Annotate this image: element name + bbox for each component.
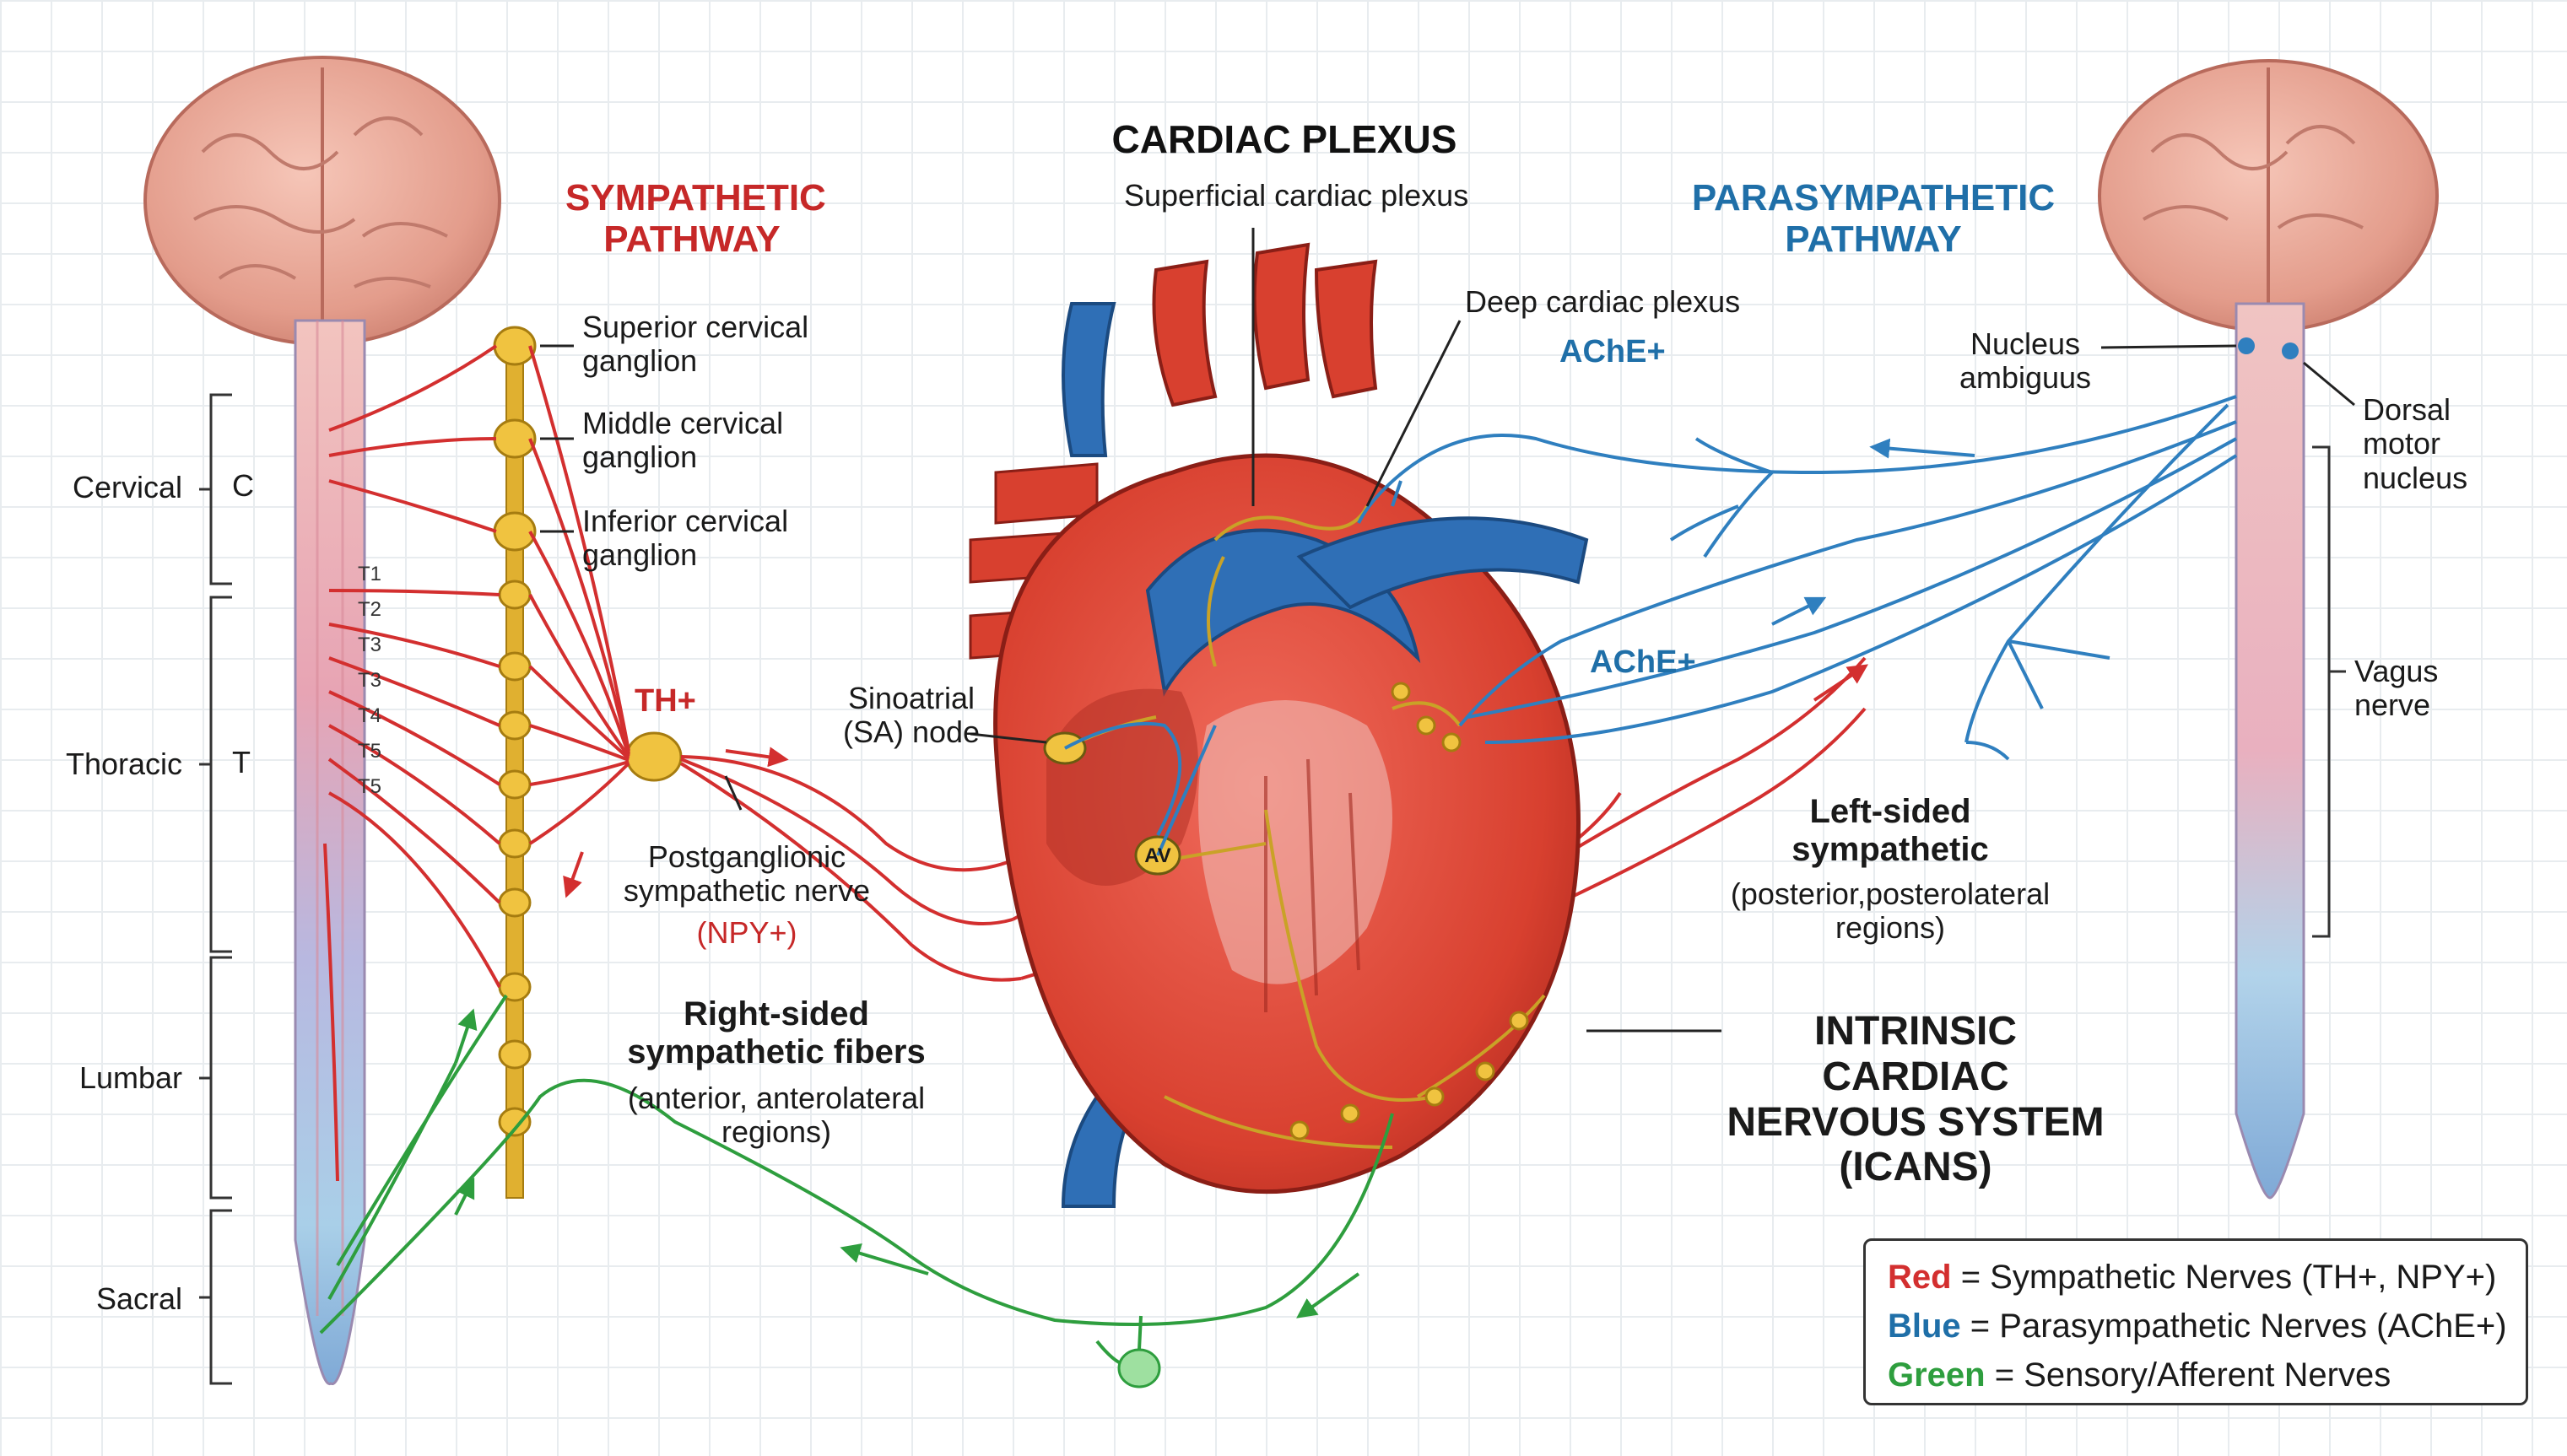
region-thoracic: Thoracic <box>65 747 182 781</box>
ache-label-top: AChE+ <box>1559 334 1666 369</box>
sympathetic-chain <box>493 326 683 1199</box>
legend-green-text: = Sensory/Afferent Nerves <box>1985 1356 2391 1394</box>
legend-row-green: Green = Sensory/Afferent Nerves <box>1888 1351 2504 1399</box>
left-brain <box>143 56 501 346</box>
left-sided-sympathetic-title: Left-sided sympathetic <box>1791 793 1989 868</box>
left-sided-sympathetic-regions: (posterior,posterolateral regions) <box>1730 876 2051 946</box>
sympathetic-pathway-title: SYMPATHETIC PATHWAY <box>565 177 826 261</box>
legend-green-key: Green <box>1888 1356 1986 1394</box>
region-thoracic-code: T <box>232 745 251 779</box>
legend-blue-key: Blue <box>1888 1308 1961 1345</box>
level-t2: T2 <box>358 598 382 621</box>
right-sided-fibers-regions: (anterior, anterolateral regions) <box>627 1081 926 1150</box>
leader-lines <box>540 228 2355 1033</box>
superior-cervical-ganglion-label: Superior cervical ganglion <box>582 310 809 379</box>
vagus-bracket <box>2312 445 2346 938</box>
legend-red-key: Red <box>1888 1259 1952 1296</box>
cardiac-plexus-title: CARDIAC PLEXUS <box>1111 117 1457 161</box>
nucleus-ambiguus-label: Nucleus ambiguus <box>1959 326 2092 396</box>
postganglionic-label: Postganglionic sympathetic nerve <box>623 839 871 909</box>
region-brackets <box>199 393 232 1385</box>
legend-box: Red = Sympathetic Nerves (TH+, NPY+) Blu… <box>1863 1238 2528 1405</box>
level-t1: T1 <box>358 563 382 585</box>
deep-plexus-label: Deep cardiac plexus <box>1465 284 1741 319</box>
level-t5b: T5 <box>358 775 382 798</box>
intrinsic-ganglia <box>1289 682 1529 1141</box>
region-sacral: Sacral <box>95 1281 182 1316</box>
legend-row-red: Red = Sympathetic Nerves (TH+, NPY+) <box>1888 1253 2504 1302</box>
level-t4: T4 <box>358 704 382 727</box>
region-lumbar: Lumbar <box>78 1060 182 1095</box>
av-node-label: AV <box>1144 844 1171 867</box>
dorsal-motor-nucleus-label: Dorsal motor nucleus <box>2363 392 2468 495</box>
sensory-nerves <box>319 994 1394 1367</box>
intrinsic-network <box>1067 505 1546 1149</box>
npy-label: (NPY+) <box>696 915 797 950</box>
superficial-plexus-label: Superficial cardiac plexus <box>1124 178 1469 213</box>
middle-cervical-ganglion-label: Middle cervical ganglion <box>582 406 784 475</box>
sensory-ganglion <box>1117 1348 1161 1389</box>
right-sided-fibers-title: Right-sided sympathetic fibers <box>627 995 926 1070</box>
th-plus-label: TH+ <box>635 683 696 719</box>
region-cervical-code: C <box>232 468 254 503</box>
level-t3b: T3 <box>358 669 382 692</box>
level-t3: T3 <box>358 634 382 656</box>
nuclei <box>2238 337 2299 359</box>
parasympathetic-pathway-title: PARASYMPATHETIC PATHWAY <box>1691 177 2056 261</box>
parasympathetic-nerves <box>1064 395 2238 856</box>
sa-node-label: Sinoatrial (SA) node <box>842 681 981 750</box>
level-t5: T5 <box>358 740 382 763</box>
icans-title: INTRINSIC CARDIAC NERVOUS SYSTEM (ICANS) <box>1727 1009 2105 1190</box>
legend-blue-text: = Parasympathetic Nerves (AChE+) <box>1960 1308 2507 1345</box>
inferior-cervical-ganglion-label: Inferior cervical ganglion <box>582 504 789 573</box>
legend-red-text: = Sympathetic Nerves (TH+, NPY+) <box>1951 1259 2497 1296</box>
right-spinal-cord <box>2235 302 2305 1200</box>
legend-row-blue: Blue = Parasympathetic Nerves (AChE+) <box>1888 1302 2507 1351</box>
heart <box>969 242 1589 1208</box>
right-brain <box>2098 59 2439 332</box>
vagus-nerve-label: Vagus nerve <box>2354 654 2439 723</box>
ache-label-mid: AChE+ <box>1590 644 1696 680</box>
region-cervical: Cervical <box>72 470 182 504</box>
